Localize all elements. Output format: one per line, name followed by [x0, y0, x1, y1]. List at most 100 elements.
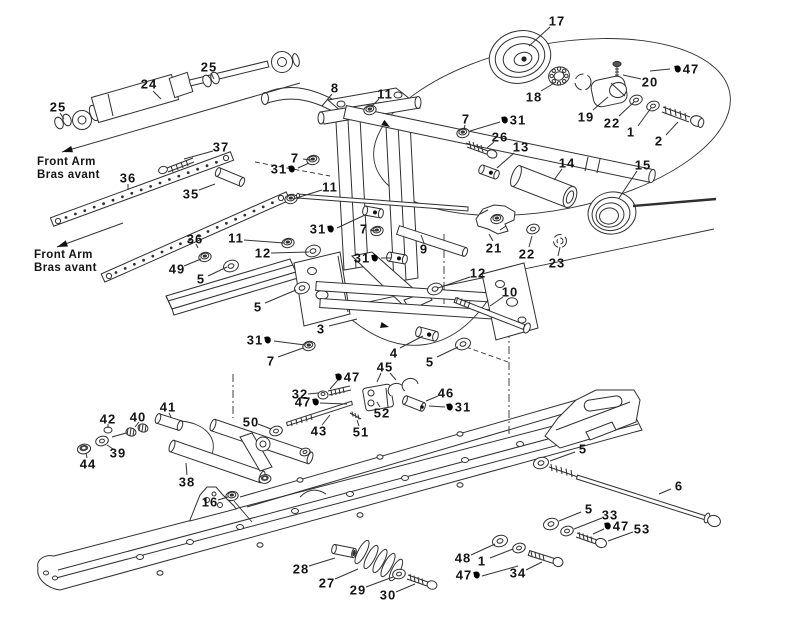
leader-22-5	[619, 102, 634, 116]
callout-42-53: 42	[100, 413, 116, 426]
threadlocker-drop-icon	[371, 254, 379, 262]
callout-11-29: 11	[228, 232, 244, 245]
leader-17-0	[529, 27, 550, 46]
callout-11-12: 11	[377, 88, 393, 101]
callout-number: 32	[291, 386, 309, 402]
bolt-2	[662, 106, 705, 128]
torsion-spring-15	[585, 188, 716, 238]
front-arm-label-fr: Bras avant	[34, 262, 97, 275]
callout-7-23: 7	[360, 223, 368, 236]
leader-43-49	[322, 415, 330, 425]
callout-number: 7	[461, 111, 471, 127]
threadlocker-drop-icon	[335, 373, 343, 381]
callout-1-6: 1	[627, 126, 635, 139]
callout-39-54: 39	[110, 447, 126, 460]
callout-number: 8	[330, 80, 340, 96]
callout-19-4: 19	[578, 111, 594, 124]
leader-40-52	[135, 422, 139, 427]
roller-14	[508, 164, 579, 209]
bushing-25-lower	[53, 113, 73, 130]
callout-5-32: 5	[197, 273, 205, 286]
leader-1-69	[490, 549, 513, 558]
callout-number: 1	[626, 124, 636, 140]
leader-8-11	[322, 94, 332, 106]
callout-number: 26	[491, 129, 509, 145]
leader-4-39	[400, 336, 423, 348]
clamp-45	[388, 378, 418, 396]
callout-number: 13	[512, 139, 530, 155]
leader-12-33	[438, 277, 470, 288]
bolt-32	[318, 386, 351, 399]
direction-marker-icon	[380, 321, 389, 328]
bushing-41	[154, 413, 213, 460]
leader-15-18	[619, 171, 637, 198]
callout-48-68: 48	[455, 552, 471, 565]
leader-32-43	[308, 393, 318, 394]
callout-number: 45	[376, 359, 394, 375]
rail-rear	[240, 390, 640, 507]
front-arm-label-en: Front Arm	[37, 156, 96, 168]
callout-36-73: 36	[120, 172, 136, 185]
callout-37-72: 37	[213, 141, 229, 154]
leader-10-34	[490, 297, 503, 306]
callout-34-71: 34	[510, 567, 526, 580]
nuts-40	[112, 423, 149, 437]
leader-14-17	[554, 169, 562, 180]
callout-22-27: 22	[519, 248, 535, 261]
callout-22-5: 22	[604, 117, 620, 130]
callout-number: 42	[99, 411, 117, 427]
leader-9-24	[421, 235, 424, 243]
callout-number: 35	[182, 186, 200, 202]
callout-31-25: 31	[354, 252, 379, 265]
callout-7-19: 7	[291, 152, 299, 165]
callout-1-69: 1	[478, 555, 486, 568]
shaft-9	[397, 226, 469, 257]
callout-4-39: 4	[390, 347, 398, 360]
callout-number: 7	[359, 221, 369, 237]
callout-number: 12	[469, 265, 487, 281]
shock-absorber-24	[73, 52, 301, 130]
leader2-45-41	[390, 373, 396, 380]
leader-7-23	[370, 230, 375, 231]
callout-5-64: 5	[585, 503, 593, 516]
callout-number: 30	[379, 587, 397, 603]
callout-number: 29	[349, 582, 367, 598]
leader-3-36	[329, 319, 357, 326]
callout-36-75: 36	[187, 233, 203, 246]
threadlocker-drop-icon	[674, 65, 682, 73]
callout-number: 48	[454, 550, 472, 566]
leader-20-2	[623, 75, 641, 79]
callout-number: 51	[352, 424, 370, 440]
leader-50-48	[258, 424, 271, 429]
callout-7-38: 7	[267, 355, 275, 368]
callout-31-22: 31	[310, 223, 335, 236]
leader-11-29	[244, 240, 284, 243]
callout-24-9: 24	[141, 78, 157, 91]
callout-number: 22	[518, 246, 536, 262]
snap-ring	[575, 74, 591, 90]
callout-2-7: 2	[655, 135, 663, 148]
leader-48-68	[471, 544, 495, 555]
leader-5-64	[559, 512, 581, 521]
leader-16-57	[218, 497, 228, 500]
callout-6-63: 6	[675, 480, 683, 493]
callout-47-70: 47	[455, 567, 481, 583]
leader-18-3	[541, 82, 556, 91]
callout-number: 47	[455, 567, 473, 583]
callout-number: 37	[212, 139, 230, 155]
pin-35	[214, 167, 246, 187]
callout-number: 31	[509, 112, 527, 128]
leader-5-35	[265, 290, 296, 303]
leader-31-14	[470, 122, 500, 131]
callout-number: 19	[577, 109, 595, 125]
leader-23-28	[558, 247, 560, 256]
leader-33-65	[574, 518, 602, 529]
callout-number: 31	[454, 399, 472, 415]
front-arm-label-en: Front Arm	[34, 249, 93, 261]
leader-53-67	[608, 532, 633, 541]
callout-32-43: 32	[292, 388, 308, 401]
callout-20-2: 20	[642, 76, 658, 89]
